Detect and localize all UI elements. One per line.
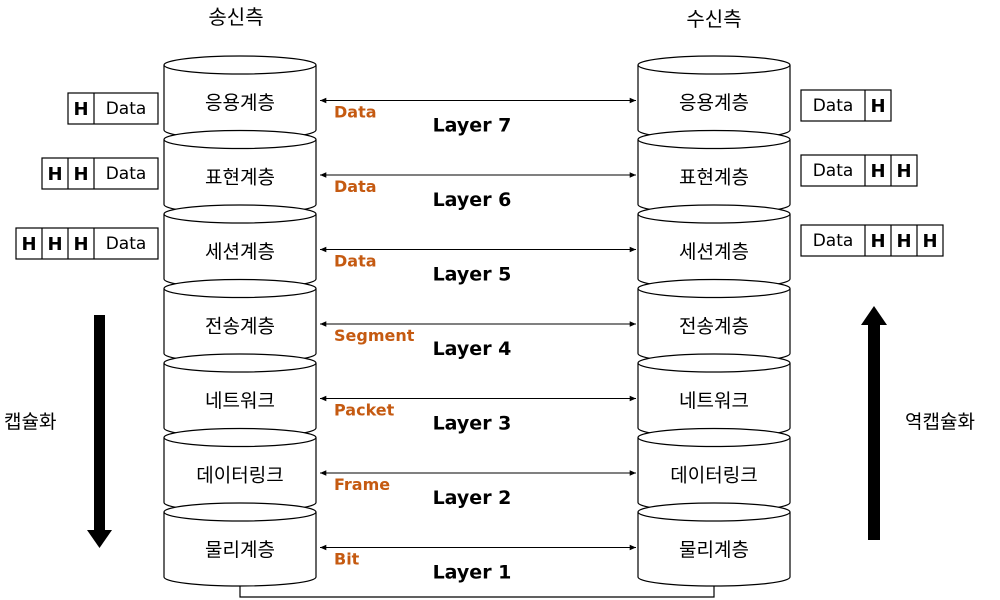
pdu-label: Data [334, 177, 377, 196]
layer-number: Layer 7 [433, 115, 512, 137]
sender-layer-name: 응용계층 [205, 92, 275, 114]
header-cell: H [47, 164, 62, 185]
header-cell: H [21, 234, 36, 255]
layer-number: Layer 3 [433, 413, 512, 435]
sender-layer-name: 데이터링크 [196, 465, 283, 487]
receiver-layer-1: 물리계층 [637, 502, 791, 587]
sender-layer-2: 데이터링크 [163, 427, 317, 513]
data-cell: Data [106, 234, 147, 254]
sender-layer-3: 네트워크 [163, 353, 317, 438]
receiver-layer-6: 표현계층 [637, 129, 791, 215]
header-cell: H [73, 164, 88, 185]
data-cell: Data [813, 231, 854, 251]
decapsulation-label: 역캡슐화 [905, 411, 975, 433]
sender-packet: H Data [67, 92, 159, 125]
pdu-label: Packet [334, 401, 395, 420]
sender-layer-6: 표현계층 [163, 129, 317, 215]
data-cell: Data [106, 164, 147, 184]
receiver-layer-2: 데이터링크 [637, 427, 791, 513]
receiver-layer-5: 세션계층 [637, 204, 791, 289]
receiver-layer-name: 세션계층 [679, 241, 749, 263]
layer-number: Layer 6 [433, 189, 512, 211]
sender-layer-1: 물리계층 [163, 502, 317, 587]
sender-layer-7: 응용계층 [163, 55, 317, 140]
header-cell: H [870, 231, 885, 252]
header-cell: H [73, 234, 88, 255]
receiver-layer-3: 네트워크 [637, 353, 791, 438]
header-cell: H [870, 161, 885, 182]
pdu-label: Frame [334, 475, 390, 494]
sender-layer-name: 전송계층 [205, 316, 275, 338]
sender-layer-name: 물리계층 [205, 539, 275, 561]
sender-title: 송신측 [208, 5, 263, 29]
receiver-layer-name: 물리계층 [679, 539, 749, 561]
pdu-label: Data [334, 103, 377, 122]
receiver-layer-name: 응용계층 [679, 92, 749, 114]
data-cell: Data [106, 99, 147, 119]
data-cell: Data [813, 161, 854, 181]
receiver-packet: Data H [800, 89, 892, 122]
layer-number: Layer 4 [433, 338, 512, 360]
layer-number: Layer 1 [433, 562, 512, 584]
header-cell: H [896, 231, 911, 252]
pdu-label: Data [334, 252, 377, 271]
pdu-label: Segment [334, 326, 415, 345]
receiver-layer-7: 응용계층 [637, 55, 791, 140]
layer-number: Layer 2 [433, 487, 512, 509]
receiver-layer-name: 데이터링크 [670, 465, 757, 487]
header-cell: H [73, 99, 88, 120]
header-cell: H [47, 234, 62, 255]
layer-number: Layer 5 [433, 264, 512, 286]
sender-layer-name: 세션계층 [205, 241, 275, 263]
receiver-layer-name: 표현계층 [679, 167, 749, 189]
header-cell: H [896, 161, 911, 182]
header-cell: H [922, 231, 937, 252]
data-cell: Data [813, 96, 854, 116]
receiver-layer-name: 네트워크 [679, 390, 749, 412]
receiver-layer-4: 전송계층 [637, 278, 791, 364]
header-cell: H [870, 96, 885, 117]
receiver-title: 수신측 [686, 7, 741, 31]
sender-layer-name: 네트워크 [205, 390, 275, 412]
sender-layer-4: 전송계층 [163, 278, 317, 364]
receiver-layer-name: 전송계층 [679, 316, 749, 338]
sender-layer-name: 표현계층 [205, 167, 275, 189]
decapsulation-arrow [861, 306, 887, 540]
sender-layer-5: 세션계층 [163, 204, 317, 289]
encapsulation-label: 캡슐화 [4, 411, 56, 433]
pdu-label: Bit [334, 550, 360, 569]
encapsulation-arrow [87, 315, 112, 548]
